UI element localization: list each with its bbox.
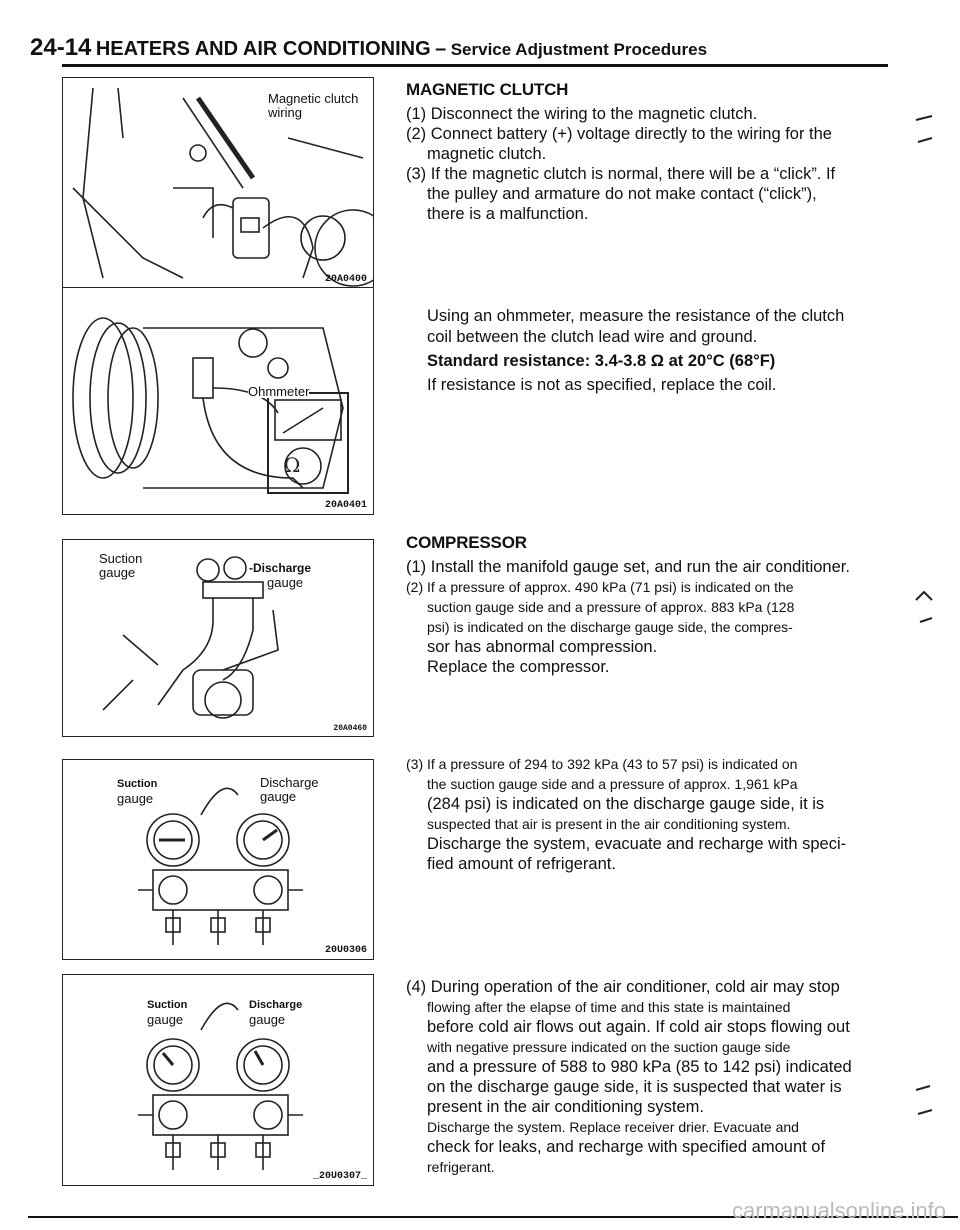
label-discharge: Discharge <box>249 999 303 1011</box>
compressor-step-3-block: (3) If a pressure of 294 to 392 kPa (43 … <box>406 754 890 874</box>
margin-mark <box>915 590 933 623</box>
footer-rule <box>28 1216 958 1218</box>
compressor-step-3-cont: suspected that air is present in the air… <box>427 816 791 832</box>
compressor-step-4-cont: Discharge the system. Replace receiver d… <box>427 1119 799 1135</box>
figure-id: _20U0307_ <box>312 1171 367 1182</box>
resistance-action: If resistance is not as specified, repla… <box>427 376 777 394</box>
figure-gauge-water: Suction gauge Discharge gauge _20U0307_ <box>62 974 374 1186</box>
compressor-step-2-cont: psi) is indicated on the discharge gauge… <box>427 619 793 635</box>
page-number: 24-14 <box>30 34 92 61</box>
margin-mark <box>915 1085 933 1115</box>
compressor-heading: COMPRESSOR <box>406 533 527 552</box>
compressor-step-3: (3) If a pressure of 294 to 392 kPa (43 … <box>406 756 798 772</box>
compressor-section: COMPRESSOR (1) Install the manifold gaug… <box>406 533 890 677</box>
compressor-step-4-cont: flowing after the elapse of time and thi… <box>427 999 791 1015</box>
figure-gauge-air: Suction gauge Discharge gauge 20U0306 <box>62 759 374 960</box>
clutch-illustration <box>72 87 373 287</box>
figure-ohmmeter: Ω Ohmmeter 20A0401 <box>62 287 374 515</box>
watermark: carmanualsonline.info <box>731 1198 946 1223</box>
page-header: 24-14 HEATERS AND AIR CONDITIONING – Ser… <box>30 34 707 62</box>
clutch-step-cont: magnetic clutch. <box>427 145 547 163</box>
compressor-step-2-cont: sor has abnormal compression. <box>427 638 658 656</box>
clutch-step: (2) Connect battery (+) voltage directly… <box>406 125 832 143</box>
figure-id: 20A0401 <box>324 500 367 511</box>
subsection-title: Service Adjustment Procedures <box>450 40 708 59</box>
figure-magnetic-clutch: Magnetic clutch wiring 20A0400 <box>62 77 374 289</box>
manifold-gauge-illustration <box>138 787 303 945</box>
label-suction: Suction <box>99 551 143 566</box>
resistance-instruction: Using an ohmmeter, measure the resistanc… <box>427 307 845 325</box>
margin-mark <box>915 115 933 143</box>
manifold-gauge-illustration <box>138 1002 303 1170</box>
label-suction: Suction <box>117 778 158 790</box>
label-discharge: -Discharge <box>249 561 312 575</box>
compressor-step-4-block: (4) During operation of the air conditio… <box>406 977 890 1177</box>
gauge-set-illustration <box>102 556 279 719</box>
ohmmeter-illustration: Ω <box>72 317 349 494</box>
compressor-step-4-cont: on the discharge gauge side, it is suspe… <box>427 1078 842 1096</box>
compressor-step-4-cont: with negative pressure indicated on the … <box>427 1039 791 1055</box>
section-title: HEATERS AND AIR CONDITIONING <box>95 38 431 60</box>
compressor-step-3-cont: fied amount of refrigerant. <box>427 855 616 873</box>
resistance-check: Using an ohmmeter, measure the resistanc… <box>406 306 890 396</box>
label-discharge-gauge: gauge <box>260 789 297 804</box>
compressor-step-4-cont: and a pressure of 588 to 980 kPa (85 to … <box>427 1058 852 1076</box>
label-wiring: wiring <box>268 105 302 120</box>
compressor-step-4-cont: present in the air conditioning system. <box>427 1098 704 1116</box>
compressor-step-3-cont: Discharge the system, evacuate and recha… <box>427 835 847 853</box>
compressor-step-3-cont: the suction gauge side and a pressure of… <box>427 776 798 792</box>
compressor-step-2-cont: Replace the compressor. <box>427 658 610 676</box>
magnetic-clutch-heading: MAGNETIC CLUTCH <box>406 80 569 99</box>
compressor-step-4-cont: check for leaks, and recharge with speci… <box>427 1138 826 1156</box>
resistance-instruction: coil between the clutch lead wire and gr… <box>427 328 758 346</box>
figure-id: 20U0306 <box>324 945 367 956</box>
header-separator: – <box>435 38 447 60</box>
compressor-step-2-cont: suction gauge side and a pressure of app… <box>427 599 795 615</box>
label-magnetic-clutch: Magnetic clutch <box>268 91 359 106</box>
compressor-step-4-cont: before cold air flows out again. If cold… <box>427 1018 850 1036</box>
compressor-step-3-cont: (284 psi) is indicated on the discharge … <box>427 795 825 813</box>
label-discharge-gauge: gauge <box>249 1012 286 1027</box>
label-suction: Suction <box>147 999 188 1011</box>
figure-id: 20A0460 <box>333 724 367 733</box>
compressor-step-2: (2) If a pressure of approx. 490 kPa (71… <box>406 579 794 595</box>
label-discharge-gauge: gauge <box>267 575 304 590</box>
figure-gauge-set: Suction gauge -Discharge gauge 20A0460 <box>62 539 374 737</box>
label-suction-gauge: gauge <box>117 791 154 806</box>
svg-text:Ω: Ω <box>284 453 301 477</box>
label-discharge: Discharge <box>260 775 319 790</box>
label-suction-gauge: gauge <box>99 565 136 580</box>
clutch-step: (1) Disconnect the wiring to the magneti… <box>406 105 758 123</box>
figure-id: 20A0400 <box>324 274 367 285</box>
compressor-step-1: (1) Install the manifold gauge set, and … <box>406 558 850 576</box>
clutch-step-cont: there is a malfunction. <box>427 205 589 223</box>
clutch-step-cont: the pulley and armature do not make cont… <box>427 185 817 203</box>
compressor-step-4: (4) During operation of the air conditio… <box>406 978 840 996</box>
standard-resistance: Standard resistance: 3.4-3.8 Ω at 20°C (… <box>427 352 776 370</box>
header-rule <box>62 64 888 67</box>
magnetic-clutch-section: MAGNETIC CLUTCH (1) Disconnect the wirin… <box>406 80 890 224</box>
clutch-step: (3) If the magnetic clutch is normal, th… <box>406 165 836 183</box>
compressor-step-4-cont: refrigerant. <box>427 1159 495 1175</box>
label-ohmmeter: Ohmmeter <box>248 384 310 399</box>
label-suction-gauge: gauge <box>147 1012 184 1027</box>
